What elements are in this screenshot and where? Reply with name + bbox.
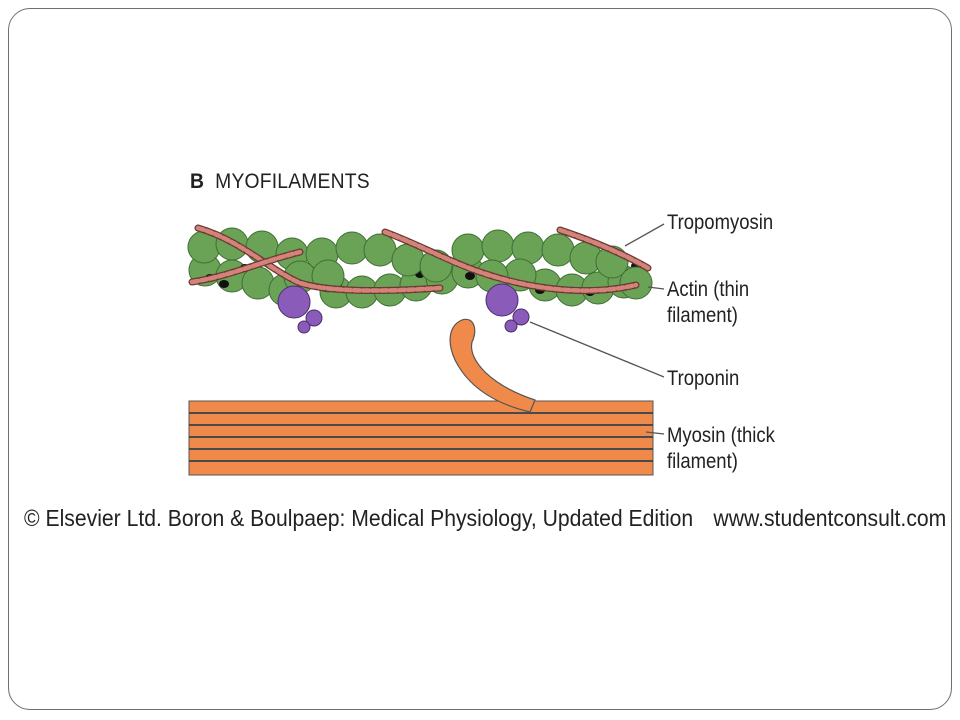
troponin-complex-right <box>485 283 530 333</box>
figure-credit: © Elsevier Ltd. Boron & Boulpaep: Medica… <box>24 505 946 532</box>
tropomyosin-strands <box>188 224 652 295</box>
slide-frame <box>8 8 952 710</box>
leader-actin <box>647 286 665 290</box>
actin-monomer-front <box>363 233 397 267</box>
label-troponin: Troponin <box>667 367 740 390</box>
tropomyosin-strand-2-fill <box>382 229 639 293</box>
credit-url: www.studentconsult.com <box>713 505 947 531</box>
leader-lines <box>529 223 665 435</box>
actin-monomer-front <box>481 229 515 263</box>
figure-title: B MYOFILAMENTS <box>190 170 370 194</box>
myosin-thick-filament <box>188 400 654 476</box>
actin-binding-site <box>219 280 229 288</box>
label-tropomyosin: Tropomyosin <box>667 211 774 234</box>
label-actin: Actin (thin filament) <box>667 278 750 327</box>
panel-letter: B <box>190 170 205 193</box>
actin-monomer-front <box>335 231 369 265</box>
leader-myosin <box>645 431 665 435</box>
panel-title: MYOFILAMENTS <box>215 170 370 193</box>
tropomyosin-strand-4-fill <box>189 249 303 285</box>
myofilament-diagram <box>187 223 665 476</box>
leader-troponin <box>529 321 665 378</box>
credit-text: © Elsevier Ltd. Boron & Boulpaep: Medica… <box>24 505 694 531</box>
leader-tropomyosin <box>624 223 665 247</box>
troponin-complex-left <box>277 285 323 334</box>
tropomyosin-strand-3-fill <box>557 227 651 271</box>
tropomyosin-strand-1-fill <box>195 225 443 293</box>
myosin-head <box>449 318 536 413</box>
label-myosin: Myosin (thick filament) <box>667 424 775 473</box>
actin-binding-site <box>465 272 475 280</box>
actin-monomer-front <box>541 233 575 267</box>
